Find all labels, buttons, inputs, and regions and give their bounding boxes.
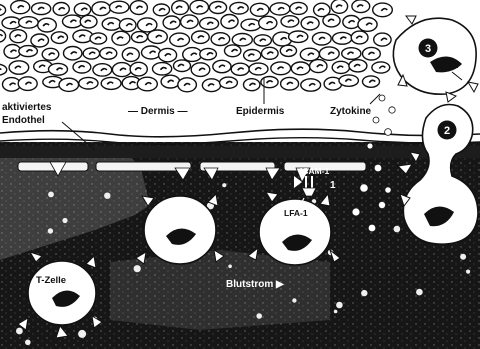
blood-particle [361, 290, 367, 296]
tissue-cell [53, 3, 69, 16]
tissue-cell [323, 14, 340, 27]
tissue-cell [100, 48, 117, 60]
tissue-cell [280, 45, 296, 56]
tissue-cell [192, 31, 210, 43]
tissue-cell [213, 60, 231, 72]
label-aktiviertes: aktiviertes [2, 102, 52, 113]
tissue-cell [132, 32, 148, 43]
tissue-cell [130, 1, 147, 15]
tissue-cell [254, 35, 271, 46]
tissue-cell [31, 3, 50, 15]
tissue-cell [73, 30, 93, 43]
tissue-cell [244, 50, 261, 62]
tissue-cell [342, 48, 361, 60]
label-epidermis: Epidermis [236, 106, 285, 117]
tissue-cell [249, 63, 268, 75]
tissue-cell [332, 61, 349, 73]
tissue-cell [112, 31, 130, 45]
tissue-cell [244, 79, 260, 91]
tissue-cell [174, 60, 191, 72]
blood-particle [222, 183, 226, 187]
tissue-cell [190, 0, 209, 14]
tissue-cell [73, 61, 91, 73]
tissue-cell [181, 15, 199, 29]
tissue-cell [101, 77, 121, 89]
label-zytokine: Zytokine [330, 106, 372, 117]
blood-particle [394, 226, 401, 233]
tissue-cell [161, 75, 180, 88]
tissue-cell [178, 78, 197, 92]
blood-particle [48, 228, 53, 233]
step-3-number: 3 [425, 43, 431, 55]
tissue-cell [343, 16, 360, 29]
tissue-cell [18, 77, 37, 91]
label-icam1: ICAM-1 [300, 166, 330, 176]
tissue-cell [231, 63, 249, 75]
blood-particle [292, 298, 296, 302]
tissue-cell [262, 47, 279, 59]
tissue-cell [363, 47, 381, 60]
blood-particle [256, 313, 262, 319]
blood-particle [228, 265, 232, 269]
tissue-cell [331, 0, 347, 13]
tissue-cell [38, 18, 57, 32]
blood-particle [104, 193, 110, 199]
tissue-cell [9, 61, 29, 74]
blood-particle [134, 265, 141, 272]
label-dermis: — Dermis — [128, 106, 187, 117]
tissue-cell [102, 18, 121, 30]
blood-particle [460, 254, 466, 260]
tissue-cell [339, 75, 358, 86]
tissue-cell [290, 2, 307, 14]
tissue-cell [172, 1, 189, 15]
tissue-cell [261, 77, 278, 88]
blood-particle [16, 328, 23, 335]
tissue-cell [110, 1, 129, 13]
blood-particle [336, 302, 343, 309]
tissue-cell [301, 17, 319, 30]
tissue-cell [202, 79, 220, 92]
tissue-cell [153, 4, 169, 16]
tissue-cell [241, 19, 261, 31]
blood-particle [62, 218, 67, 223]
tissue-cell [220, 77, 238, 88]
tissue-cell [281, 77, 299, 90]
tissue-cell [59, 78, 79, 91]
tissue-cell [80, 15, 97, 28]
blood-particle [78, 330, 86, 338]
tissue-cell [351, 31, 368, 44]
tissue-cell [10, 30, 27, 43]
tissue-cell [271, 62, 291, 75]
tissue-cell [250, 3, 269, 16]
tissue-cell [232, 34, 252, 46]
blood-particle [416, 289, 423, 296]
label-blutstrom: Blutstrom ▶ [226, 279, 285, 290]
blood-particle [25, 340, 31, 346]
tissue-cell [130, 62, 147, 76]
tissue-cell [349, 60, 367, 72]
tissue-cell [209, 2, 226, 14]
tissue-cell [291, 62, 310, 75]
label-t-zelle: T-Zelle [36, 275, 66, 286]
tissue-cell [159, 48, 177, 61]
tissue-cell [11, 1, 30, 14]
step-2-number: 2 [444, 125, 450, 137]
blood-particle [48, 192, 54, 198]
tissue-cell [122, 48, 139, 62]
tissue-cell [312, 32, 331, 45]
step-1-number: 1 [330, 180, 336, 191]
tissue-cell [90, 33, 107, 44]
tissue-cell [352, 0, 370, 13]
blood-particle [466, 270, 470, 274]
label-endothel: Endothel [2, 115, 45, 126]
tissue-cell [19, 17, 39, 28]
blood-particle [334, 310, 338, 314]
label-lfa1-top: LFA-1 [436, 61, 459, 70]
label-lfa1-mid: LFA-1 [284, 208, 308, 218]
tissue-cell [83, 48, 99, 59]
